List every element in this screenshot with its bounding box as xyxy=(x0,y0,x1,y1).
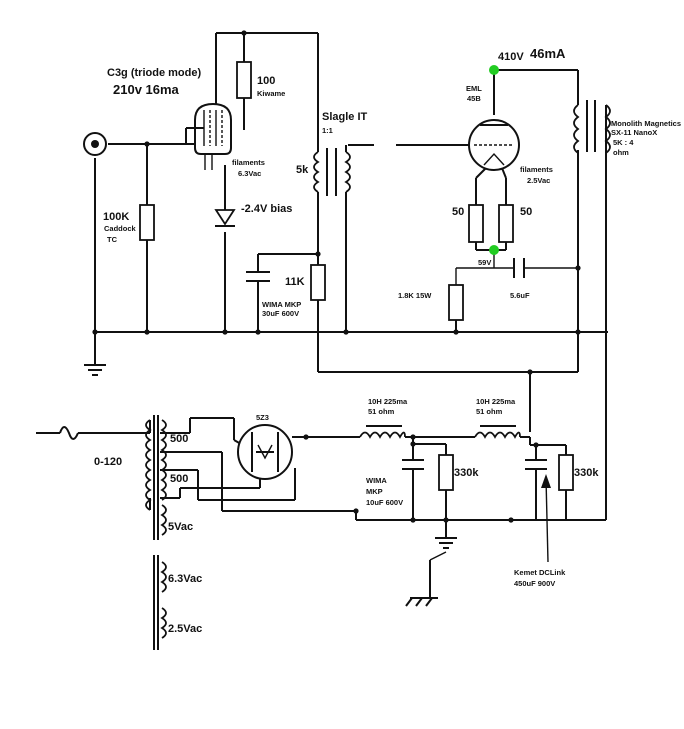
capacitor-5-6uf xyxy=(513,258,525,278)
kemet-brand: Kemet DCLink xyxy=(514,568,566,577)
rectifier-label: 5Z3 xyxy=(256,413,269,422)
c10-value: 10uF 600V xyxy=(366,498,403,507)
fil1-voltage: 6.3Vac xyxy=(238,169,261,178)
node-410v-marker xyxy=(489,65,499,75)
resistor-330k-right xyxy=(558,454,574,491)
r5k-label: 5k xyxy=(296,164,309,176)
anode-current: 46mA xyxy=(530,46,566,61)
resistor-100k xyxy=(139,204,155,241)
cathode-voltage: 59V xyxy=(478,258,491,267)
choke-1 xyxy=(359,425,406,439)
r100-brand: Kiwame xyxy=(257,89,285,98)
fil1-label: filaments xyxy=(232,158,265,167)
45b-tube-icon xyxy=(468,119,520,171)
tube1-title: C3g (triode mode) xyxy=(107,67,201,79)
capacitor-450uf xyxy=(525,459,547,470)
r100-value: 100 xyxy=(257,75,275,87)
c10-brand2: MKP xyxy=(366,487,383,496)
r11k-value: 11K xyxy=(285,276,305,288)
secondary-5vac: 5Vac xyxy=(168,521,193,533)
junctions xyxy=(92,30,581,523)
choke1-resistance: 51 ohm xyxy=(368,407,395,416)
kemet-pointer-arrow xyxy=(541,474,551,563)
resistor-50-right xyxy=(498,204,514,243)
bias-label: -2.4V bias xyxy=(241,203,292,215)
r50b-value: 50 xyxy=(520,206,532,218)
resistor-11k xyxy=(310,264,326,301)
choke-2 xyxy=(474,425,521,439)
secondary-500b: 500 xyxy=(170,473,188,485)
c10-brand1: WIMA xyxy=(366,476,387,485)
r330k-right-value: 330k xyxy=(574,467,599,479)
fil2-voltage: 2.5Vac xyxy=(527,176,550,185)
ot-model: SX-11 NanoX xyxy=(611,128,657,137)
ot-brand: Monolith Magnetics xyxy=(611,119,681,128)
wiring xyxy=(36,32,608,538)
5z3-rectifier-icon xyxy=(237,424,296,480)
slagle-label: Slagle IT xyxy=(322,111,368,123)
kemet-value: 450uF 900V xyxy=(514,579,555,588)
resistor-330k-left xyxy=(438,454,454,491)
filament-transformer xyxy=(153,555,167,650)
bias-diode-icon xyxy=(214,209,236,227)
resistor-1-8k xyxy=(448,284,464,321)
choke2-spec: 10H 225ma xyxy=(476,397,516,406)
capacitor-10uf xyxy=(402,459,424,470)
cap30-brand: WIMA MKP xyxy=(262,300,301,309)
r100k-brand1: Caddock xyxy=(104,224,137,233)
anode-voltage: 410V xyxy=(498,51,524,63)
chassis-ground-icon xyxy=(405,560,438,607)
tube2-type: 45B xyxy=(467,94,481,103)
resistor-50-left xyxy=(468,204,484,243)
ot-ohm: ohm xyxy=(613,148,629,157)
tube1-operating-point: 210v 16ma xyxy=(113,82,180,97)
r100k-value: 100K xyxy=(103,211,129,223)
node-59v-marker xyxy=(489,245,499,255)
slagle-interstage-transformer xyxy=(313,145,351,198)
power-transformer xyxy=(145,415,167,540)
fil2-label: filaments xyxy=(520,165,553,174)
c56-value: 5.6uF xyxy=(510,291,530,300)
cap30-value: 30uF 600V xyxy=(262,309,299,318)
ground-symbol-icon xyxy=(84,364,106,376)
ground-symbol-psu-icon xyxy=(435,537,457,549)
ot-ratio: 5K : 4 xyxy=(613,138,634,147)
fuse-icon xyxy=(59,426,79,440)
secondary-500a: 500 xyxy=(170,433,188,445)
r100k-brand2: TC xyxy=(107,235,118,244)
primary-voltage: 0-120 xyxy=(94,456,122,468)
eml-brand: EML xyxy=(466,84,482,93)
slagle-ratio: 1:1 xyxy=(322,126,333,135)
secondary-6-3vac: 6.3Vac xyxy=(168,573,202,585)
r18k-value: 1.8K 15W xyxy=(398,291,432,300)
r50a-value: 50 xyxy=(452,206,464,218)
resistor-100-ohm xyxy=(236,61,252,99)
choke1-spec: 10H 225ma xyxy=(368,397,408,406)
secondary-2-5vac: 2.5Vac xyxy=(168,623,202,635)
r330k-left-value: 330k xyxy=(454,467,479,479)
capacitor-30uf xyxy=(246,271,270,282)
output-transformer xyxy=(573,100,611,154)
choke2-resistance: 51 ohm xyxy=(476,407,503,416)
input-jack-icon xyxy=(83,132,107,156)
c3g-tube-icon xyxy=(185,102,232,170)
